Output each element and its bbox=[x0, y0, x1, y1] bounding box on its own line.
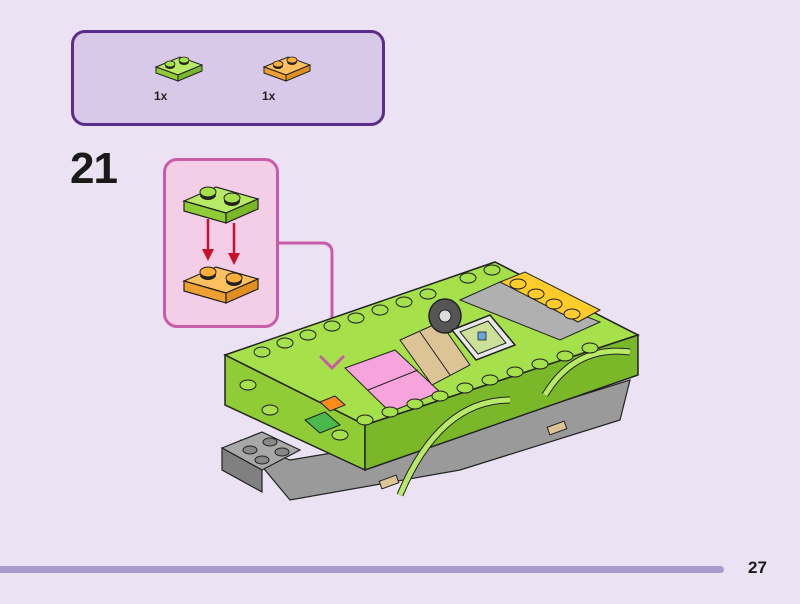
page-number: 27 bbox=[748, 558, 767, 577]
sub-assembly-callout bbox=[163, 158, 279, 328]
car-model bbox=[220, 261, 640, 501]
orange-plate-icon bbox=[262, 56, 312, 82]
orange-brick-icon bbox=[182, 266, 260, 304]
parts-list-box: 1x 1x bbox=[71, 30, 385, 126]
part-lime-plate: 1x bbox=[154, 53, 214, 113]
footer-divider bbox=[0, 566, 724, 573]
placement-arrow-icon bbox=[318, 354, 346, 371]
callout-connector bbox=[279, 241, 334, 365]
sub-assembly-illustration bbox=[182, 186, 260, 304]
part-orange-plate: 1x bbox=[262, 53, 322, 113]
part-quantity: 1x bbox=[154, 89, 168, 103]
lime-plate-icon bbox=[154, 56, 204, 82]
lime-brick-icon bbox=[182, 186, 260, 224]
step-number: 21 bbox=[70, 144, 118, 193]
down-arrow-icon bbox=[202, 219, 240, 265]
part-quantity: 1x bbox=[262, 89, 276, 103]
